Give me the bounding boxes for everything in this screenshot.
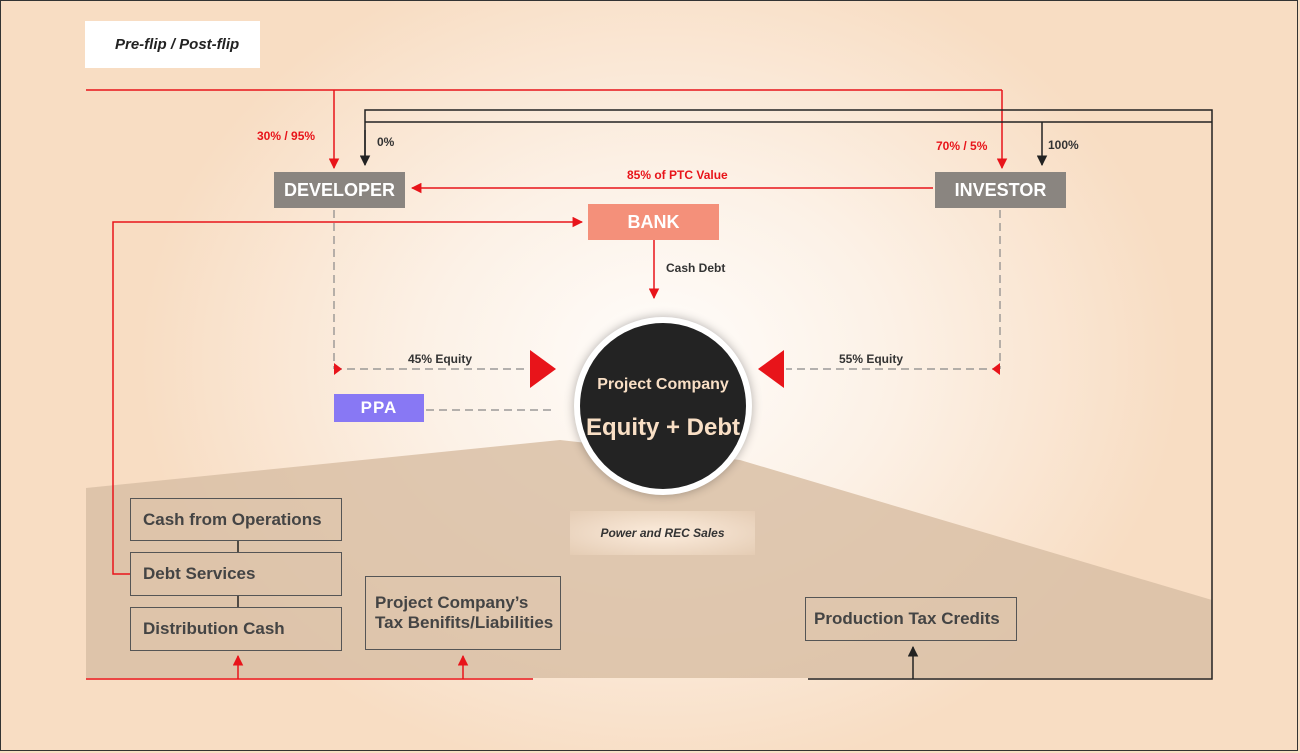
investor-share-label: 70% / 5% <box>936 139 988 153</box>
bank-node: BANK <box>588 204 719 240</box>
developer-share-label: 30% / 95% <box>257 129 316 143</box>
equity-arrowheads <box>334 350 1000 388</box>
distribution-cash-box: Distribution Cash <box>130 607 342 651</box>
investor-tax-label: 100% <box>1048 138 1079 152</box>
investor-node: INVESTOR <box>935 172 1066 208</box>
developer-node: DEVELOPER <box>274 172 405 208</box>
tax-benefits-line1: Project Company’s <box>375 593 529 612</box>
pre-flip-lines <box>86 89 1008 680</box>
ppa-node: PPA <box>334 394 424 422</box>
investor-equity-label: 55% Equity <box>839 352 904 366</box>
legend-pre-post-flip: Pre-flip / Post-flip <box>85 21 260 68</box>
developer-tax-label: 0% <box>377 135 395 149</box>
project-company-title: Project Company <box>597 376 729 393</box>
post-flip-lines <box>237 109 1213 680</box>
tax-benefits-box: Project Company’s Tax Benifits/Liabiliti… <box>365 576 561 650</box>
project-company-subtitle: Equity + Debt <box>585 414 741 441</box>
power-rec-sales-label: Power and REC Sales <box>570 511 755 555</box>
production-tax-credits-box: Production Tax Credits <box>805 597 1017 641</box>
cash-from-operations-box: Cash from Operations <box>130 498 342 541</box>
cash-flow-area <box>86 440 1212 678</box>
tax-benefits-line2: Tax Benifits/Liabilities <box>375 613 554 632</box>
cash-debt-label: Cash Debt <box>666 261 726 275</box>
ptc-value-label: 85% of PTC Value <box>627 168 728 182</box>
debt-services-box: Debt Services <box>130 552 342 596</box>
project-company-node: Project Company Equity + Debt <box>574 317 752 495</box>
equity-lines <box>333 210 1001 411</box>
developer-equity-label: 45% Equity <box>408 352 473 366</box>
